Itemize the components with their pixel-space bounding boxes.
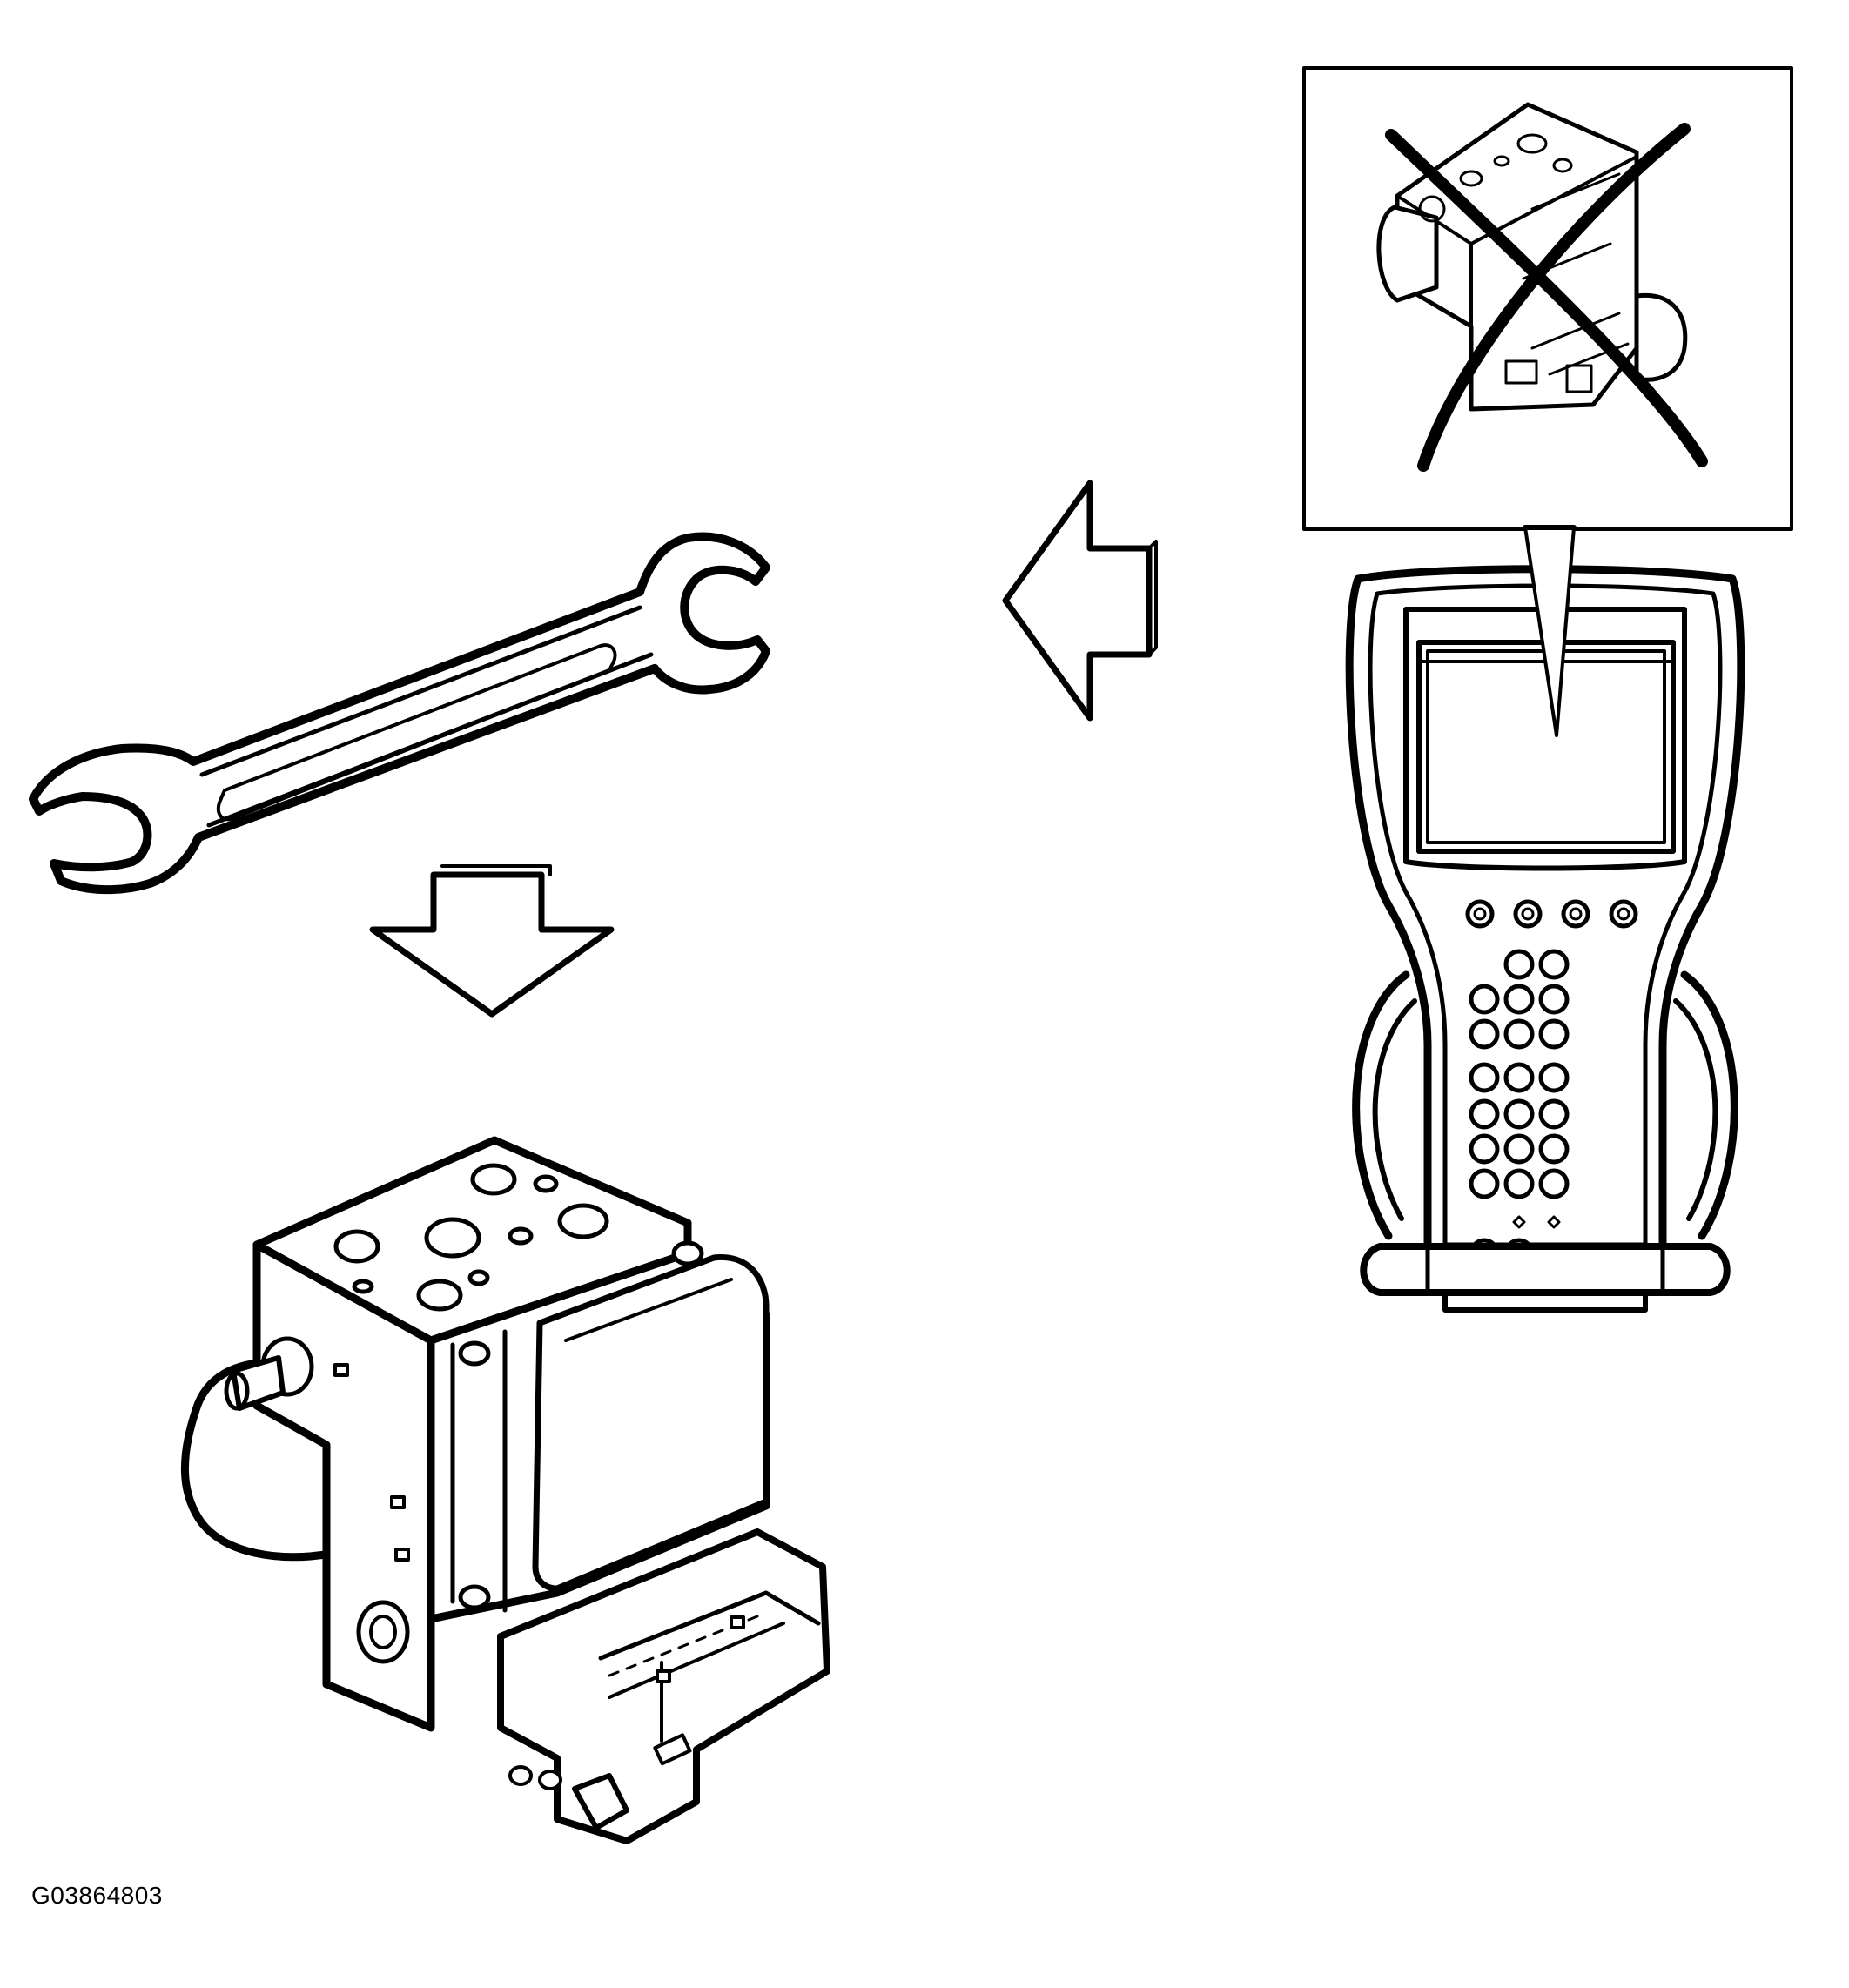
figure-id-label: G03864803 — [31, 1882, 163, 1909]
arrow-left-icon — [1002, 480, 1158, 722]
arrow-down-icon — [369, 864, 615, 1018]
abs-module-icon — [180, 1136, 830, 1844]
wrench-icon — [29, 532, 770, 895]
scan-tool-icon — [1345, 565, 1745, 1313]
crossed-out-module-icon — [1376, 102, 1708, 472]
